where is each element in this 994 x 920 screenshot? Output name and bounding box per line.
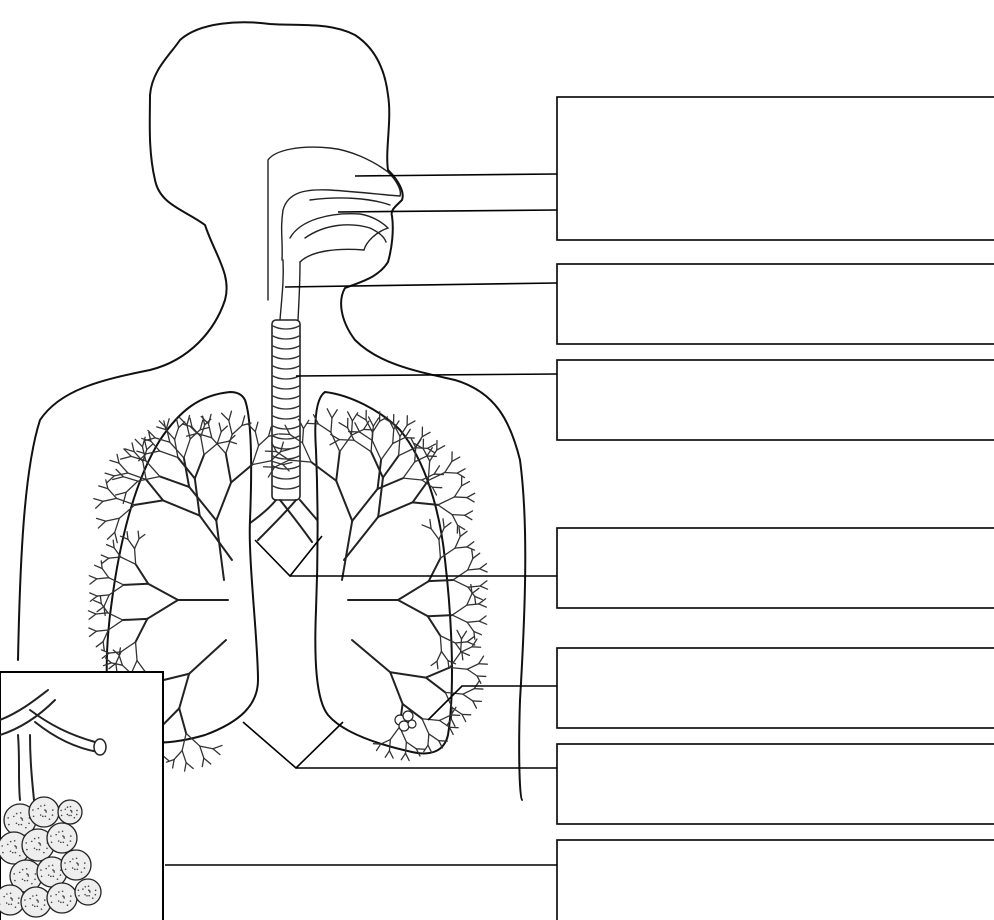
pharynx xyxy=(280,260,300,320)
nasal-passage xyxy=(310,198,390,205)
pointer-trachea xyxy=(296,374,557,376)
alveoli-inset xyxy=(0,672,163,920)
label-box-7[interactable] xyxy=(557,840,994,920)
nasal-cavity xyxy=(268,147,400,300)
tongue xyxy=(305,225,386,242)
label-box-3[interactable] xyxy=(557,360,994,440)
label-box-2[interactable] xyxy=(557,264,994,344)
trachea xyxy=(272,320,300,500)
pointer-oral-cavity xyxy=(338,210,557,212)
label-box-4[interactable] xyxy=(557,528,994,608)
right-main-bronchus-inner xyxy=(280,500,312,542)
left-main-bronchus-inner xyxy=(258,500,296,540)
label-box-1[interactable] xyxy=(557,97,994,240)
label-box-5[interactable] xyxy=(557,648,994,728)
pointer-pharynx xyxy=(285,283,557,287)
pointer-nasal-cavity xyxy=(355,174,557,176)
label-box-6[interactable] xyxy=(557,744,994,824)
